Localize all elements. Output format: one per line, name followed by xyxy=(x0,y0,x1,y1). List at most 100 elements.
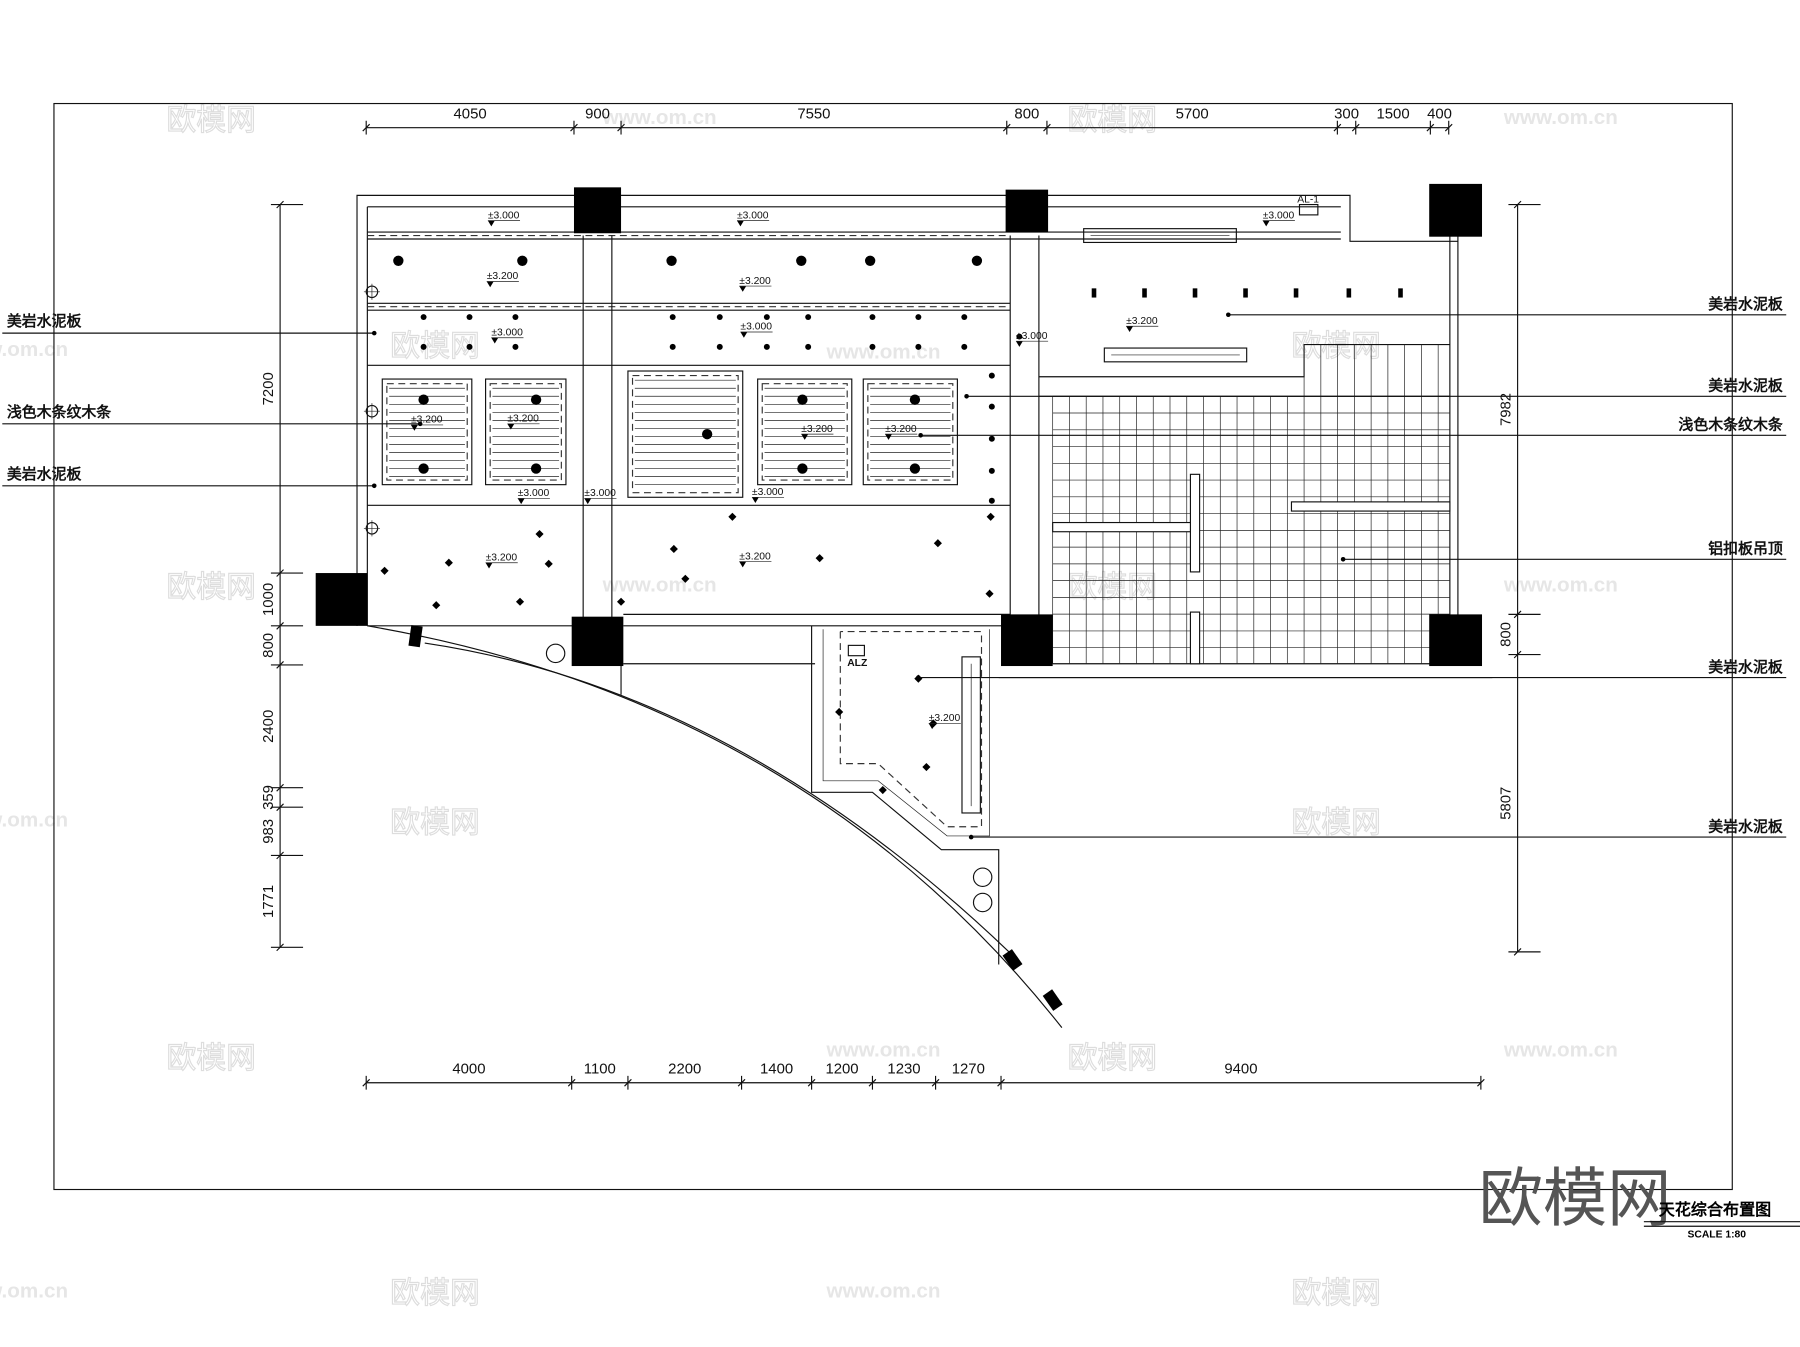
downlight xyxy=(530,394,542,405)
elevation-label: ±3.200 xyxy=(739,276,771,287)
material-label-right: 美岩水泥板 xyxy=(1708,658,1783,676)
watermark-url-text: www.om.cn xyxy=(1503,106,1618,129)
spotlight xyxy=(805,314,812,321)
watermark-logo-text: 欧模网 xyxy=(1068,570,1157,605)
spotlight xyxy=(512,343,519,350)
dimension-top: 1500 xyxy=(1376,105,1409,122)
spotlight xyxy=(466,343,473,350)
elevation-markers: ±3.000 ±3.000 ±3.000 ±3.200 ±3.200 ±3.200 ±3.0… xyxy=(410,210,1295,730)
elevation-label: ±3.200 xyxy=(739,551,771,562)
watermark-logo-text: 欧模网 xyxy=(1068,103,1157,138)
material-label-right: 美岩水泥板 xyxy=(1708,295,1783,313)
watermark-url-text: www.om.cn xyxy=(0,338,68,361)
spotlight xyxy=(869,343,876,350)
dimension-top: 300 xyxy=(1334,105,1359,122)
tag-al1: AL-1 xyxy=(1297,194,1319,205)
dimension-left: 359 xyxy=(260,785,277,810)
spotlight xyxy=(763,343,770,350)
recessed-light xyxy=(544,559,553,568)
elevation-label: ±3.200 xyxy=(486,552,518,563)
spotlight xyxy=(869,314,876,321)
spotlight xyxy=(716,314,723,321)
elevation-label: ±3.200 xyxy=(487,271,519,282)
watermark-logo-text: 欧模网 xyxy=(1291,805,1380,840)
recessed-light xyxy=(444,558,453,567)
recessed-light xyxy=(535,529,544,539)
wood-slat-panels xyxy=(381,370,958,498)
dimension-left: 1771 xyxy=(260,885,277,918)
dimension-bottom: 1270 xyxy=(952,1061,985,1078)
dimension-top: 800 xyxy=(1014,105,1039,122)
watermark-logo-text: 欧模网 xyxy=(1068,1041,1157,1076)
watermark-logo-text: 欧模网 xyxy=(390,805,479,840)
elevation-label: ±3.200 xyxy=(1126,316,1158,327)
material-labels: 美岩水泥板浅色木条纹木条美岩水泥板美岩水泥板美岩水泥板浅色木条纹木条铝扣板吊顶美… xyxy=(2,295,1787,840)
material-label-right: 美岩水泥板 xyxy=(1708,817,1783,835)
grille-light xyxy=(1142,288,1147,298)
drawing-title: 天花综合布置图 xyxy=(1659,1200,1771,1219)
elevation-label: ±3.200 xyxy=(801,424,833,435)
watermark-url-text: www.om.cn xyxy=(826,1279,941,1302)
equipment-tags: AL-1 ALZ xyxy=(545,194,1319,913)
material-label-left: 浅色木条纹木条 xyxy=(7,403,111,421)
grille-light xyxy=(1293,288,1299,298)
recessed-light xyxy=(815,554,824,563)
grille-light xyxy=(1398,288,1403,298)
grille-light xyxy=(1346,288,1352,298)
spotlight xyxy=(512,314,519,321)
watermark-logo: 欧模网 xyxy=(1479,1162,1672,1237)
downlight xyxy=(909,394,921,405)
watermark-url-text: www.om.cn xyxy=(1503,1038,1618,1061)
recessed-light xyxy=(985,589,994,598)
recessed-light xyxy=(681,574,690,583)
downlight xyxy=(530,463,542,474)
elevation-label: ±3.000 xyxy=(1263,210,1295,221)
spotlight xyxy=(915,343,922,350)
aluminium-ceiling-grid xyxy=(1052,344,1451,665)
grille-light xyxy=(1192,288,1198,298)
watermark-logo-text: 欧模网 xyxy=(166,103,255,138)
recessed-light xyxy=(728,512,737,521)
elevation-label: ±3.200 xyxy=(507,414,539,425)
downlight xyxy=(864,255,876,266)
recessed-light xyxy=(986,512,995,521)
spotlight xyxy=(716,343,723,350)
drawing-frame xyxy=(53,102,1733,1191)
spotlight xyxy=(961,343,968,350)
watermark-url-text: www.om.cn xyxy=(0,1279,68,1302)
material-label-left: 美岩水泥板 xyxy=(7,312,82,330)
recessed-light xyxy=(380,566,389,575)
spotlight xyxy=(988,467,995,474)
watermark-url-text: www.om.cn xyxy=(826,340,941,363)
spotlight xyxy=(669,343,676,350)
watermark-logo-text: 欧模网 xyxy=(390,329,479,364)
recessed-light xyxy=(515,597,525,606)
spotlight xyxy=(988,435,995,442)
recessed-light xyxy=(616,597,626,606)
watermark-logo-text: 欧模网 xyxy=(1291,329,1380,364)
downlight xyxy=(796,255,807,266)
material-label-left: 美岩水泥板 xyxy=(7,465,82,483)
downlight xyxy=(418,394,429,405)
downlight xyxy=(909,463,921,474)
dimension-left: 800 xyxy=(260,633,277,658)
elevation-label: ±3.000 xyxy=(1016,331,1048,342)
material-label-right: 美岩水泥板 xyxy=(1708,377,1783,395)
elevation-label: ±3.000 xyxy=(752,487,784,498)
elevation-label: ±3.000 xyxy=(491,327,523,338)
grille-light xyxy=(1091,288,1097,298)
recessed-light xyxy=(432,601,441,610)
dimension-top: 7550 xyxy=(797,105,830,122)
spotlight xyxy=(763,314,770,321)
dimension-bottom: 1100 xyxy=(584,1061,616,1078)
dimension-right: 7982 xyxy=(1498,393,1515,426)
watermark-url-text: www.om.cn xyxy=(1503,573,1618,596)
dimension-top: 4050 xyxy=(454,105,487,122)
dimension-bottom: 1200 xyxy=(825,1061,858,1078)
spotlight xyxy=(988,372,995,379)
dimension-left: 983 xyxy=(260,819,277,844)
building-outline xyxy=(356,194,1493,1029)
dimension-top: 400 xyxy=(1427,105,1452,122)
dimension-top: 5700 xyxy=(1176,105,1209,122)
